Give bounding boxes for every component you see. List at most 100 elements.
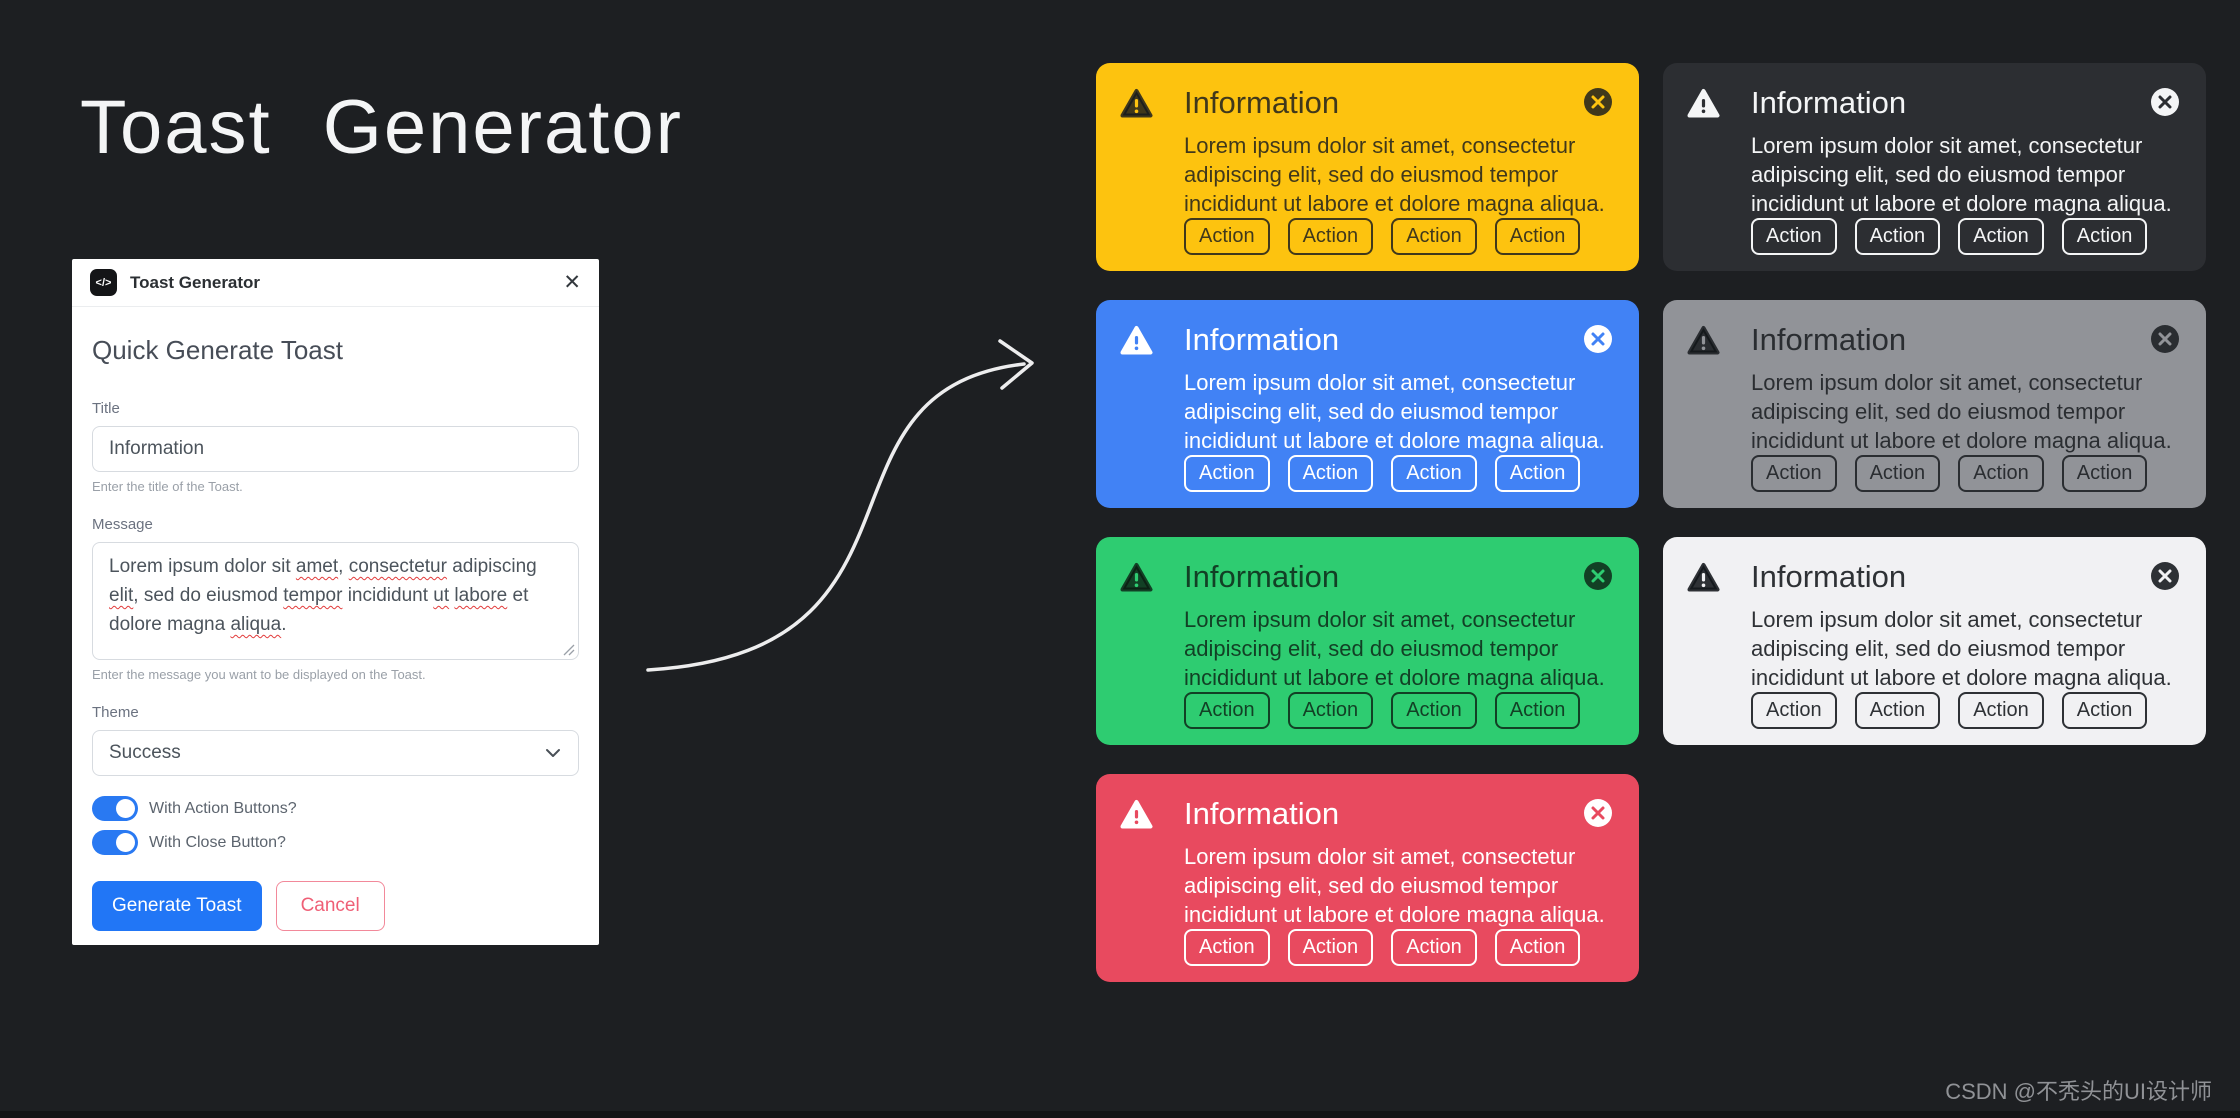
message-textarea[interactable]: Lorem ipsum dolor sit amet, consectetur …	[92, 542, 579, 660]
toast-action-button[interactable]: Action	[1391, 692, 1477, 729]
toast-action-button[interactable]: Action	[1494, 455, 1581, 492]
toast-action-button[interactable]: Action	[1854, 455, 1941, 492]
misspelled-word: consectetur	[348, 556, 447, 577]
toast-title: Information	[1751, 559, 1907, 594]
toast-actions: Action Action Action Action	[1184, 929, 1613, 966]
close-icon[interactable]: ✕	[563, 271, 581, 294]
toast-close-button[interactable]	[1583, 798, 1613, 828]
toast-action-button[interactable]: Action	[1391, 218, 1477, 255]
modal-body: Quick Generate Toast Title Enter the tit…	[72, 307, 599, 931]
toast-action-button[interactable]: Action	[1854, 218, 1941, 255]
toast-title: Information	[1184, 796, 1340, 831]
misspelled-word: tempor	[283, 585, 343, 606]
cancel-button[interactable]: Cancel	[275, 881, 385, 931]
toast-action-button[interactable]: Action	[1751, 692, 1837, 729]
toast-action-button[interactable]: Action	[1494, 692, 1581, 729]
toast-action-button[interactable]: Action	[2061, 455, 2148, 492]
modal-heading: Quick Generate Toast	[92, 335, 343, 365]
toast-actions: Action Action Action Action	[1751, 455, 2180, 492]
toast-action-button[interactable]: Action	[2061, 218, 2148, 255]
toast-action-button[interactable]: Action	[1391, 929, 1477, 966]
toast-title: Information	[1184, 322, 1340, 357]
toast-close-button[interactable]	[1583, 87, 1613, 117]
warning-icon	[1120, 322, 1160, 361]
code-icon: </>	[90, 269, 117, 296]
misspelled-word: labore	[454, 585, 508, 606]
toast-dark: Information Lorem ipsum dolor sit amet, …	[1663, 63, 2206, 271]
toast-title: Information	[1184, 85, 1340, 120]
toast-action-button[interactable]: Action	[1494, 218, 1581, 255]
toast-title: Information	[1751, 322, 1907, 357]
toast-action-button[interactable]: Action	[1184, 929, 1270, 966]
toast-action-button[interactable]: Action	[1184, 218, 1270, 255]
toast-action-button[interactable]: Action	[1494, 929, 1581, 966]
toast-success: Information Lorem ipsum dolor sit amet, …	[1096, 537, 1639, 745]
modal-header: </> Toast Generator ✕	[72, 259, 599, 307]
bottom-strip	[0, 1111, 2240, 1118]
toast-message: Lorem ipsum dolor sit amet, consectetur …	[1184, 133, 1605, 216]
toast-actions: Action Action Action Action	[1184, 692, 1613, 729]
title-input[interactable]	[92, 426, 579, 472]
toast-actions: Action Action Action Action	[1751, 692, 2180, 729]
resize-handle-icon[interactable]	[563, 644, 575, 656]
toast-action-button[interactable]: Action	[1391, 455, 1477, 492]
title-helper: Enter the title of the Toast.	[92, 479, 243, 494]
toast-message: Lorem ipsum dolor sit amet, consectetur …	[1751, 370, 2172, 453]
toast-generator-modal: </> Toast Generator ✕ Quick Generate Toa…	[72, 259, 599, 945]
message-text: et dolore magna	[109, 585, 529, 635]
theme-select[interactable]: Success	[92, 730, 579, 776]
action-buttons-toggle-label: With Action Buttons?	[149, 799, 297, 817]
message-text: Lorem ipsum dolor sit	[109, 556, 296, 577]
toast-action-button[interactable]: Action	[1958, 455, 2044, 492]
toast-actions: Action Action Action Action	[1184, 218, 1613, 255]
warning-icon	[1687, 85, 1727, 124]
toast-action-button[interactable]: Action	[2061, 692, 2148, 729]
action-buttons-toggle[interactable]	[92, 796, 138, 821]
toast-action-button[interactable]: Action	[1958, 218, 2044, 255]
toast-close-button[interactable]	[2150, 87, 2180, 117]
toast-action-button[interactable]: Action	[1184, 455, 1270, 492]
toast-message: Lorem ipsum dolor sit amet, consectetur …	[1751, 607, 2172, 690]
toast-action-button[interactable]: Action	[1751, 218, 1837, 255]
toast-action-button[interactable]: Action	[1958, 692, 2044, 729]
toast-action-button[interactable]: Action	[1287, 929, 1374, 966]
message-text: , sed do eiusmod	[133, 585, 284, 606]
close-button-toggle-label: With Close Button?	[149, 833, 286, 851]
message-text: .	[281, 614, 287, 635]
toast-danger: Information Lorem ipsum dolor sit amet, …	[1096, 774, 1639, 982]
toast-message: Lorem ipsum dolor sit amet, consectetur …	[1184, 370, 1605, 453]
title-label: Title	[92, 400, 120, 417]
toast-primary: Information Lorem ipsum dolor sit amet, …	[1096, 300, 1639, 508]
toast-title: Information	[1751, 85, 1907, 120]
misspelled-word: amet	[295, 556, 339, 577]
toast-secondary: Information Lorem ipsum dolor sit amet, …	[1663, 300, 2206, 508]
toast-action-button[interactable]: Action	[1184, 692, 1270, 729]
warning-icon	[1687, 322, 1727, 361]
toast-close-button[interactable]	[1583, 324, 1613, 354]
chevron-down-icon	[546, 749, 560, 757]
toast-close-button[interactable]	[2150, 324, 2180, 354]
close-button-toggle[interactable]	[92, 830, 138, 855]
message-text: adipiscing	[446, 556, 537, 577]
toast-actions: Action Action Action Action	[1751, 218, 2180, 255]
toast-message: Lorem ipsum dolor sit amet, consectetur …	[1184, 607, 1605, 690]
toast-action-button[interactable]: Action	[1751, 455, 1837, 492]
toast-action-button[interactable]: Action	[1287, 692, 1374, 729]
misspelled-word: ut	[433, 585, 450, 606]
warning-icon	[1687, 559, 1727, 598]
warning-icon	[1120, 796, 1160, 835]
message-text: ,	[338, 556, 349, 577]
toast-actions: Action Action Action Action	[1184, 455, 1613, 492]
watermark: CSDN @不秃头的UI设计师	[1945, 1079, 2212, 1104]
theme-select-value: Success	[109, 742, 181, 763]
misspelled-word: aliqua	[230, 614, 282, 635]
warning-icon	[1120, 85, 1160, 124]
toast-close-button[interactable]	[1583, 561, 1613, 591]
toast-grid: Information Lorem ipsum dolor sit amet, …	[1096, 63, 2206, 982]
toast-action-button[interactable]: Action	[1287, 455, 1374, 492]
toast-action-button[interactable]: Action	[1854, 692, 1941, 729]
generate-toast-button[interactable]: Generate Toast	[92, 881, 262, 931]
toast-light: Information Lorem ipsum dolor sit amet, …	[1663, 537, 2206, 745]
toast-close-button[interactable]	[2150, 561, 2180, 591]
toast-action-button[interactable]: Action	[1287, 218, 1374, 255]
